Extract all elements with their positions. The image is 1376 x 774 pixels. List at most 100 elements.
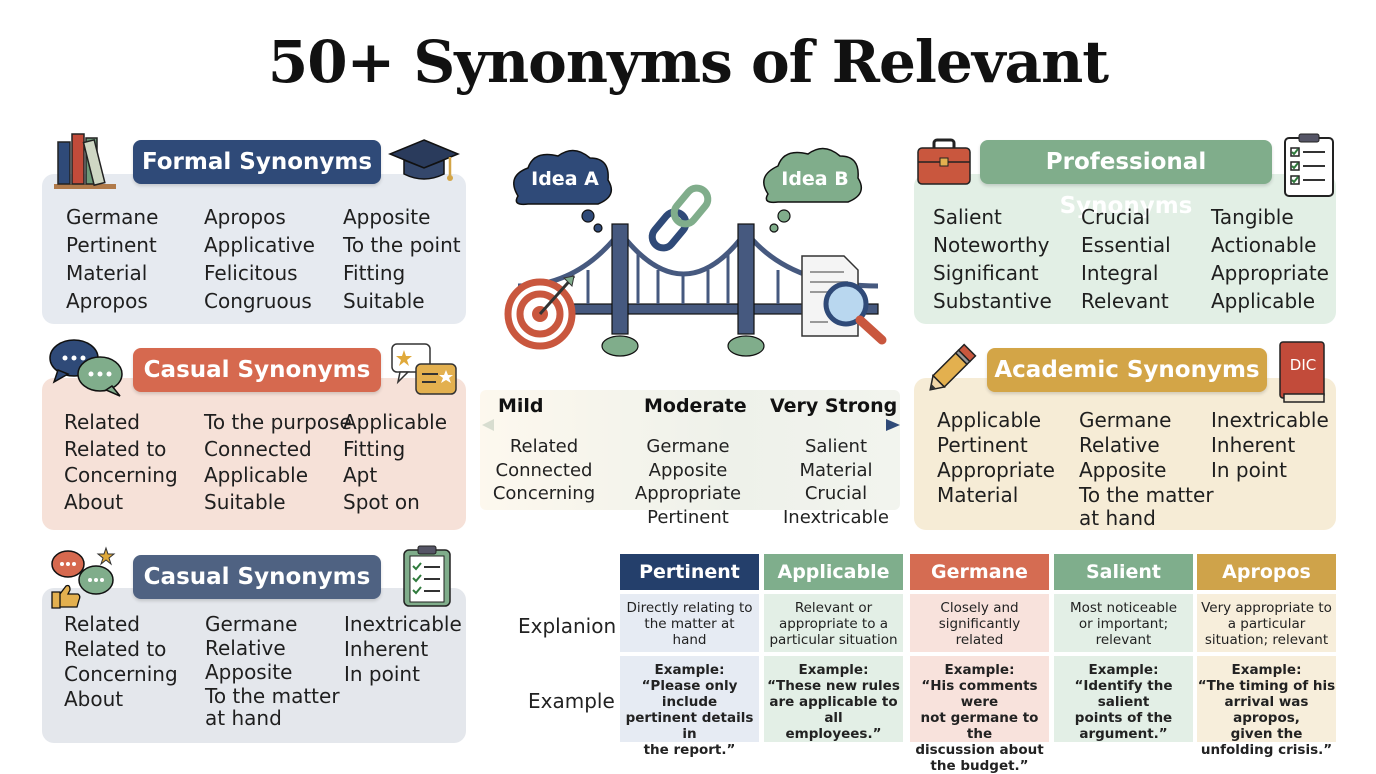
- synonym: at hand: [1079, 506, 1156, 530]
- formal-panel: [42, 174, 466, 324]
- scale-word: Germane: [646, 436, 730, 457]
- synonym: Applicable: [1211, 289, 1315, 313]
- synonym: Fitting: [343, 436, 406, 461]
- synonym: Related to: [64, 436, 167, 461]
- formal-col-3: Apposite To the point Fitting Suitable: [343, 203, 461, 315]
- scale-word: Appropriate: [634, 483, 742, 504]
- table-header-applicable: Applicable: [764, 554, 903, 590]
- synonym: Applicable: [343, 410, 447, 434]
- explanation-line: the matter at: [644, 616, 735, 632]
- table-header-germane: Germane: [910, 554, 1049, 590]
- example-line: the report.”: [643, 742, 736, 758]
- synonym: About: [64, 489, 124, 514]
- checklist-icon: [1283, 132, 1335, 203]
- synonym: Related: [64, 410, 140, 434]
- explanation-line: relevant: [1095, 632, 1152, 648]
- casual-col-3: Applicable Fitting Apt Spot on: [343, 409, 447, 515]
- example-line: argument.”: [1079, 726, 1168, 742]
- synonym: In point: [344, 662, 420, 686]
- synonym: Apposite: [205, 660, 293, 684]
- synonym: Pertinent: [66, 233, 157, 257]
- scale-word: Connected: [495, 459, 593, 481]
- scale-mild-label: Mild: [498, 395, 544, 417]
- synonym: Applicable: [204, 463, 308, 487]
- explanation-line: Directly relating to: [626, 600, 753, 616]
- casual-col-1: Related Related to Concerning About: [64, 409, 178, 515]
- professional-col-1: Salient Noteworthy Significant Substanti…: [933, 203, 1052, 315]
- example-line: the budget.”: [930, 758, 1029, 774]
- example-prefix: Example:: [1088, 662, 1159, 678]
- example-line: “Please only include: [641, 678, 738, 710]
- target-icon: [504, 274, 576, 350]
- synonym: Germane: [205, 612, 298, 636]
- example-line: given the: [1230, 726, 1303, 742]
- academic-col-1: Applicable Pertinent Appropriate Materia…: [937, 408, 1055, 508]
- synonym: Concerning: [64, 662, 178, 686]
- example-line: discussion about: [915, 742, 1044, 758]
- formal-col-2: Apropos Applicative Felicitous Congruous: [204, 203, 315, 315]
- example-line: unfolding crisis.”: [1200, 742, 1333, 758]
- books-icon: [52, 128, 122, 195]
- idea-b-label: Idea B: [781, 168, 849, 190]
- synonym: Suitable: [204, 489, 286, 514]
- synonym: Essential: [1081, 233, 1171, 257]
- synonym: Apposite: [1079, 458, 1167, 482]
- explanation-line: Closely and: [940, 600, 1019, 616]
- scale-word: Pertinent: [647, 506, 729, 528]
- explanation-line: Very appropriate to: [1201, 600, 1332, 616]
- synonym: Applicative: [204, 233, 315, 257]
- scale-word: Related: [509, 436, 579, 457]
- pencil-icon: [920, 340, 980, 405]
- casual-panel: [42, 378, 466, 530]
- explanation-line: a particular: [1227, 616, 1306, 632]
- synonym: Material: [937, 483, 1019, 507]
- synonym: Relative: [1079, 433, 1160, 457]
- synonym: Integral: [1081, 261, 1159, 285]
- synonym: Appropriate: [1211, 261, 1329, 285]
- scale-moderate-words: Germane Apposite Appropriate Pertinent: [628, 435, 748, 529]
- scale-word: Salient: [805, 436, 867, 457]
- scale-arrow: [480, 417, 902, 438]
- synonym: Apt: [343, 463, 378, 487]
- casual-col-2: To the purpose Connected Applicable Suit…: [204, 409, 352, 515]
- table-header-apropos: Apropos: [1197, 554, 1336, 590]
- synonym: Salient: [933, 205, 1002, 229]
- dictionary-icon: [1278, 340, 1328, 409]
- explanation-line: appropriate to a: [778, 616, 889, 632]
- synonym: Felicitous: [204, 261, 298, 285]
- scale-word: Crucial: [804, 483, 868, 504]
- synonym: Apropos: [66, 289, 148, 313]
- example-line: “Identify the salient: [1074, 678, 1173, 710]
- formal-heading: Formal Synonyms: [133, 140, 381, 184]
- example-line: arrival was apropos,: [1224, 694, 1309, 726]
- professional-heading: Professional Synonyms: [980, 140, 1272, 219]
- academic-panel: [914, 378, 1336, 530]
- explanation-line: Most noticeable: [1069, 600, 1177, 616]
- example-line: pertinent details in: [625, 710, 754, 742]
- scale-word: Concerning: [492, 483, 596, 504]
- chat-bubbles-icon: [46, 336, 126, 403]
- explanation-line: hand: [672, 632, 707, 648]
- synonym: To the matter: [205, 684, 340, 708]
- table-header-pertinent: Pertinent: [620, 554, 759, 590]
- example-prefix: Example:: [798, 662, 869, 678]
- synonym: To the purpose: [204, 410, 352, 434]
- synonym: Inherent: [1211, 433, 1296, 457]
- thumbs-up-chat-icon: [48, 544, 122, 615]
- synonym: Germane: [66, 205, 159, 229]
- synonym: Pertinent: [937, 433, 1028, 457]
- professional-col-2: Crucial Essential Integral Relevant: [1081, 203, 1171, 315]
- synonym: Connected: [204, 436, 312, 461]
- example-prefix: Example:: [944, 662, 1015, 678]
- briefcase-icon: [916, 136, 972, 193]
- synonym: at hand: [205, 706, 282, 730]
- casual-2-panel: [42, 588, 466, 743]
- cloud-icon: [763, 147, 863, 233]
- example-line: points of the: [1074, 710, 1173, 726]
- academic-heading: Academic Synonyms: [987, 348, 1267, 392]
- example-line: “These new rules: [767, 678, 900, 694]
